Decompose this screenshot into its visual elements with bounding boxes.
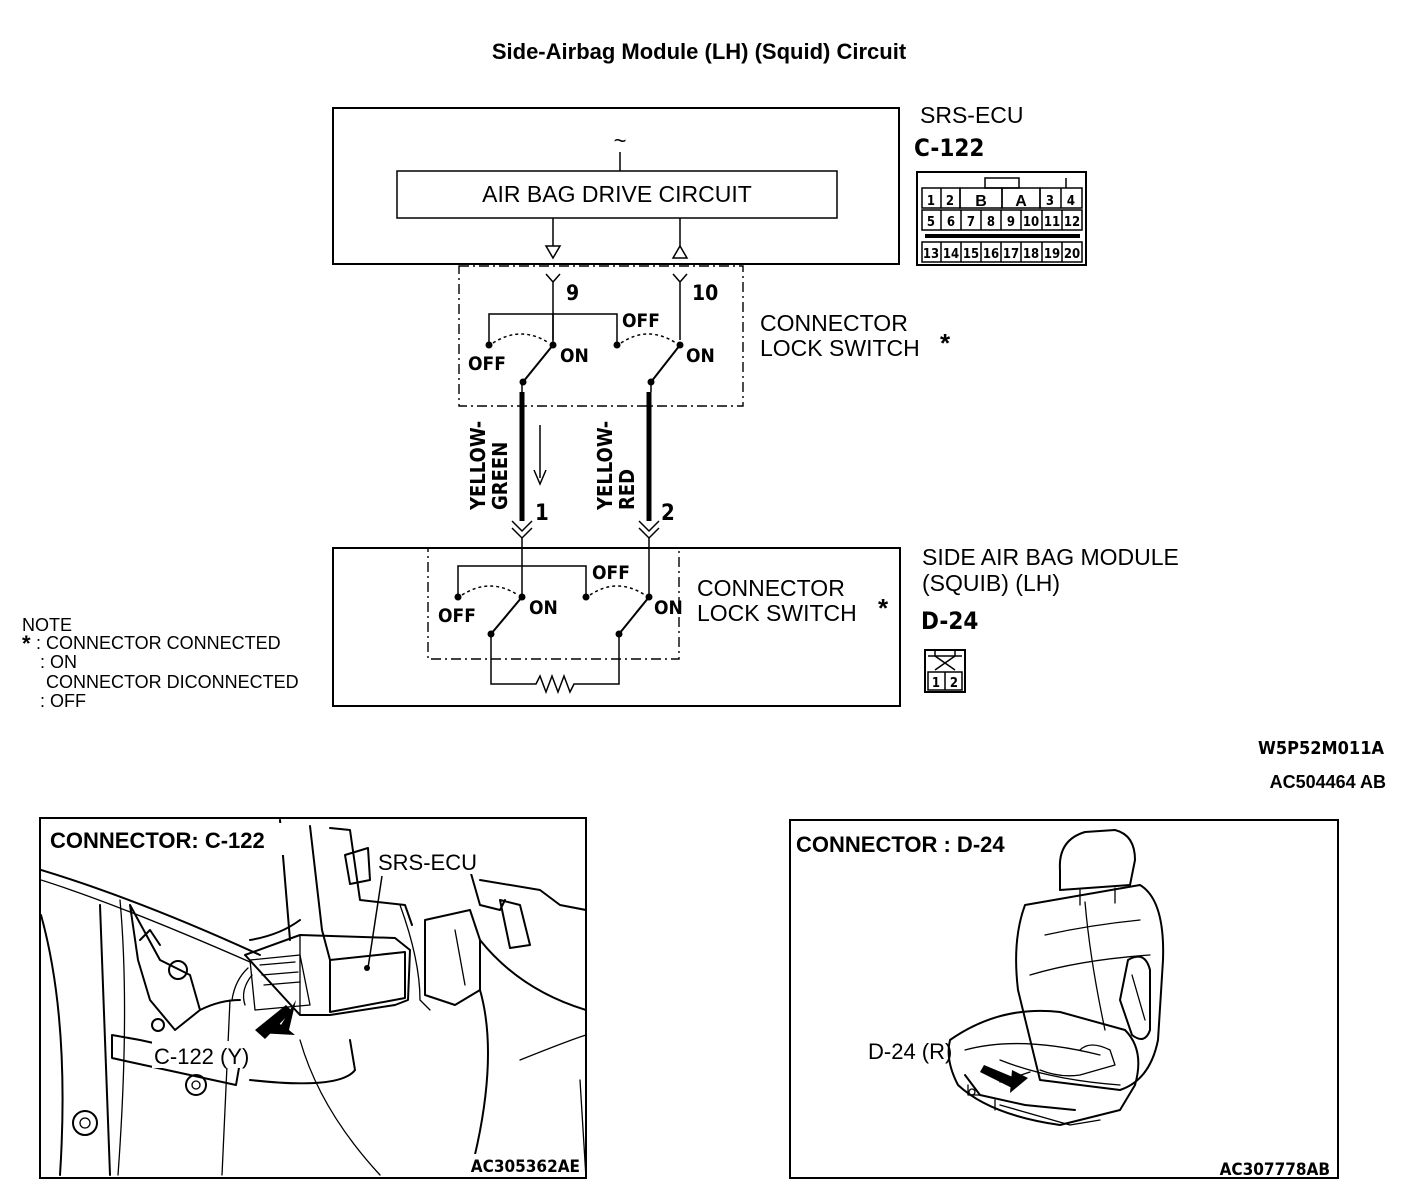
air-bag-drive-circuit-box [396, 170, 838, 219]
connector-c122-panel: CONNECTOR: C-122 SRS-ECU C-122 (Y) AC305… [39, 817, 587, 1179]
c122-pin-4: 4 [1067, 194, 1075, 209]
d24-connector-face: 1 2 [924, 649, 966, 693]
pin-2-label: 2 [661, 501, 675, 526]
c122-callout: C-122 (Y) [154, 1044, 249, 1069]
c122-pin-b: B [975, 193, 987, 210]
drive-circuit-label: AIR BAG DRIVE CIRCUIT [482, 181, 752, 207]
c122-pin-13: 13 [923, 247, 939, 262]
c122-pin-6: 6 [947, 215, 955, 230]
upper-lock-switch: 9 10 OFF ON OFF ON [458, 265, 744, 407]
srs-ecu-callout: SRS-ECU [378, 850, 477, 875]
lower-asterisk: * [878, 593, 889, 623]
note-line-3: CONNECTOR DICONNECTED [46, 672, 299, 692]
note-line-4: : OFF [40, 691, 86, 711]
upper-left-on-label: ON [560, 345, 589, 367]
diagram-ref: AC504464 AB [1270, 772, 1386, 792]
upper-right-on-label: ON [686, 345, 715, 367]
harness-wires: 1 2 YELLOW- GREEN YELLOW- RED [466, 382, 675, 548]
c122-pin-7: 7 [967, 215, 975, 230]
current-arrow-icon [533, 469, 547, 486]
upper-left-off-label: OFF [468, 353, 506, 375]
c122-pin-15: 15 [963, 247, 979, 262]
c122-pin-8: 8 [987, 215, 995, 230]
c122-panel-title: CONNECTOR: C-122 [50, 828, 265, 853]
upper-asterisk: * [940, 328, 951, 358]
lower-left-on-label: ON [529, 597, 558, 619]
pin-10-label: 10 [692, 281, 718, 305]
c122-pin-14: 14 [943, 247, 959, 262]
side-air-bag-module-box: OFF ON OFF ON [332, 547, 901, 707]
output-triangle-icon [544, 245, 562, 260]
diagram-code: W5P52M011A [1258, 738, 1384, 759]
left-wire-color-1: YELLOW- [466, 421, 490, 511]
note-line-2: : ON [40, 652, 77, 672]
dashboard-sketch [41, 819, 585, 1176]
page-title: Side-Airbag Module (LH) (Squid) Circuit [492, 39, 907, 64]
c122-pin-18: 18 [1023, 247, 1039, 262]
connector-d24-panel: CONNECTOR : D-24 D-24 (R) AC307778AB [789, 819, 1339, 1180]
c122-pin-9: 9 [1007, 215, 1015, 230]
note-line-1: : CONNECTOR CONNECTED [36, 633, 281, 653]
c122-pin-5: 5 [927, 215, 935, 230]
c122-pin-20: 20 [1064, 247, 1080, 262]
c122-pin-10: 10 [1023, 215, 1039, 230]
connector-chevron-icon [511, 520, 533, 540]
d24-panel-title: CONNECTOR : D-24 [796, 832, 1005, 857]
right-wire-color-1: YELLOW- [593, 421, 617, 511]
c122-pin-17: 17 [1003, 247, 1019, 262]
note-block: NOTE * : CONNECTOR CONNECTED : ON CONNEC… [22, 615, 299, 711]
c122-pin-12: 12 [1064, 215, 1080, 230]
c122-pin-11: 11 [1044, 215, 1060, 230]
note-asterisk: * [22, 631, 31, 656]
c122-connector-face: 1 2 B A 3 4 5 6 7 8 9 10 11 12 13 14 15 … [916, 171, 1087, 266]
d24-pin-2: 2 [950, 676, 958, 691]
input-triangle-icon [671, 244, 689, 259]
d24-arrow-icon [980, 1065, 1020, 1088]
upper-right-off-label: OFF [622, 310, 660, 332]
right-wire-color-2: RED [615, 469, 639, 510]
side-module-label-2: (SQUIB) (LH) [922, 570, 1060, 596]
lower-right-off-label: OFF [592, 562, 630, 584]
side-module-label-1: SIDE AIR BAG MODULE [922, 544, 1179, 570]
upper-lock-switch-label-2: LOCK SWITCH [760, 335, 920, 361]
c122-pin-3: 3 [1046, 194, 1054, 209]
connector-chevron-icon [638, 520, 660, 540]
c122-pin-2: 2 [946, 194, 954, 209]
d24-pin-1: 1 [932, 676, 940, 691]
c122-pin-19: 19 [1044, 247, 1060, 262]
squib-resistor-icon [490, 634, 620, 695]
d24-callout: D-24 (R) [868, 1039, 952, 1064]
left-wire-color-2: GREEN [488, 442, 512, 510]
tilde-symbol: ~ [614, 128, 627, 153]
note-heading: NOTE [22, 615, 72, 635]
pin-1-label: 1 [535, 501, 549, 526]
lower-lock-switch-label-2: LOCK SWITCH [697, 600, 857, 626]
c122-panel-ref: AC305362AE [471, 1157, 580, 1177]
pin-9-label: 9 [566, 281, 579, 305]
lower-lock-switch-label-1: CONNECTOR [697, 575, 845, 601]
c122-pin-16: 16 [983, 247, 999, 262]
d24-panel-ref: AC307778AB [1220, 1160, 1330, 1180]
lower-right-on-label: ON [654, 597, 683, 619]
d24-connector-label: D-24 [921, 607, 978, 635]
c122-connector-label: C-122 [914, 134, 984, 162]
seat-sketch [947, 829, 1165, 1126]
upper-lock-switch-label-1: CONNECTOR [760, 310, 908, 336]
lower-left-off-label: OFF [438, 605, 476, 627]
srs-ecu-box: AIR BAG DRIVE CIRCUIT ~ [332, 107, 900, 265]
c122-pin-1: 1 [927, 194, 935, 209]
c122-pin-a: A [1015, 193, 1027, 210]
srs-ecu-label: SRS-ECU [920, 102, 1024, 128]
